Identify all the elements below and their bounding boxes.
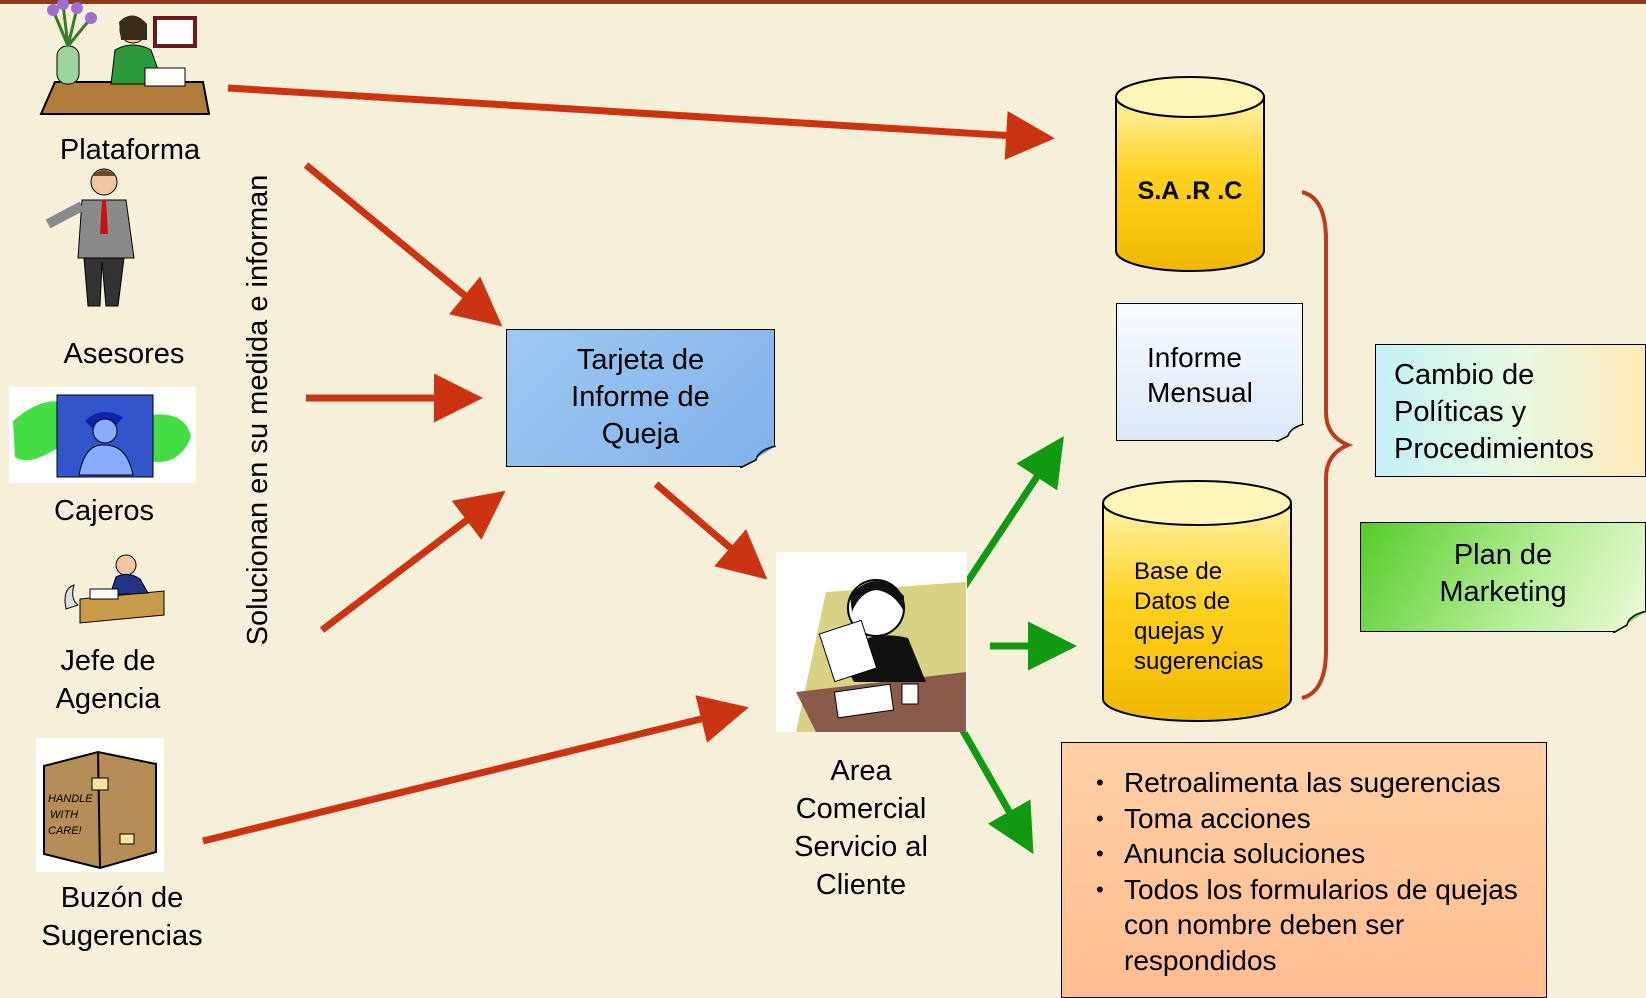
arrow-tarjeta-to-area bbox=[653, 481, 768, 580]
actions-list: Retroalimenta las sugerencias Toma accio… bbox=[1062, 765, 1546, 978]
page-fold-icon bbox=[1613, 611, 1646, 633]
svg-text:WITH: WITH bbox=[50, 809, 78, 821]
page-fold-icon bbox=[1276, 424, 1304, 442]
label-buzon: Buzón de Sugerencias bbox=[41, 882, 203, 952]
side-caption: Solucionan en su medida e informan bbox=[242, 174, 274, 646]
tarjeta-note: Tarjeta de Informe de Queja bbox=[506, 329, 776, 468]
arrow-area-to-informe bbox=[959, 436, 1064, 592]
action-item: Todos los formularios de quejas con nomb… bbox=[1096, 872, 1534, 979]
action-item: Toma acciones bbox=[1096, 801, 1546, 837]
plataforma-clipart bbox=[35, 0, 211, 115]
cambio-politicas-box: Cambio de Políticas y Procedimientos bbox=[1375, 344, 1646, 477]
informe-mensual-note: Informe Mensual bbox=[1116, 303, 1304, 442]
cajeros-clipart bbox=[9, 387, 196, 483]
arrow-buzon-to-area bbox=[202, 695, 749, 845]
plan-label: Plan de Marketing bbox=[1439, 539, 1567, 608]
asesores-clipart bbox=[44, 162, 140, 312]
buzon-clipart: HANDLE WITH CARE! bbox=[36, 738, 164, 872]
informe-mensual-label: Informe Mensual bbox=[1147, 342, 1253, 408]
plan-marketing-note: Plan de Marketing bbox=[1360, 522, 1646, 633]
label-cajeros: Cajeros bbox=[54, 495, 154, 527]
jefe-clipart bbox=[60, 549, 168, 631]
area-comercial-clipart bbox=[776, 552, 967, 732]
svg-text:HANDLE: HANDLE bbox=[48, 793, 93, 805]
label-area-comercial: Area Comercial Servicio al Cliente bbox=[794, 755, 928, 901]
action-item: Anuncia soluciones bbox=[1096, 836, 1546, 872]
label-jefe: Jefe de Agencia bbox=[55, 645, 161, 715]
page-fold-icon bbox=[740, 446, 776, 468]
label-sarc: S.A .R .C bbox=[1137, 177, 1243, 205]
base-datos-database bbox=[1102, 480, 1292, 722]
top-border bbox=[0, 0, 1646, 4]
curly-brace bbox=[1301, 190, 1354, 700]
arrow-jefe-to-tarjeta bbox=[319, 490, 506, 633]
label-base-datos: Base de Datos de quejas y sugerencias bbox=[1134, 558, 1264, 675]
tarjeta-label: Tarjeta de Informe de Queja bbox=[571, 344, 710, 450]
actions-box: Retroalimenta las sugerencias Toma accio… bbox=[1061, 742, 1547, 998]
arrow-plataforma-to-sarc bbox=[227, 84, 1055, 160]
action-item: Retroalimenta las sugerencias bbox=[1096, 765, 1546, 801]
arrow-area-to-actions bbox=[958, 727, 1034, 855]
cambio-label: Cambio de Políticas y Procedimientos bbox=[1394, 359, 1594, 465]
label-plataforma: Plataforma bbox=[59, 134, 201, 166]
arrow-asesores-to-tarjeta bbox=[303, 162, 503, 327]
svg-text:CARE!: CARE! bbox=[48, 825, 82, 837]
sarc-database bbox=[1115, 76, 1265, 272]
label-asesores: Asesores bbox=[63, 338, 185, 370]
